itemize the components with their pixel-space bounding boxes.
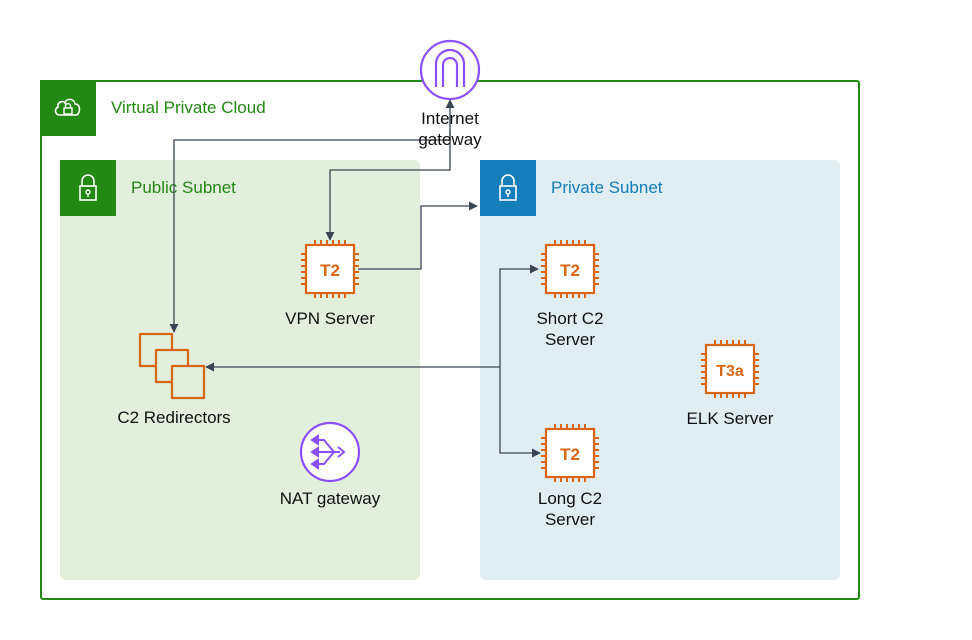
- vpc-tag: [40, 80, 96, 136]
- nat-gateway-label-line1: NAT gateway: [279, 489, 381, 508]
- stacked-instances-icon: [138, 332, 206, 400]
- connector-igw-to-redirectors: [169, 130, 451, 333]
- short-c2-label-line2: Server: [544, 330, 596, 349]
- ec2-chip-icon-vpn: T2: [301, 240, 359, 298]
- vpn-server-label-line1: VPN Server: [285, 309, 375, 328]
- private-subnet-tag: [480, 160, 536, 216]
- cloud-lock-icon: [54, 98, 81, 116]
- connector-vpn-to-private-subnet: [358, 201, 478, 270]
- private-subnet: [480, 160, 840, 580]
- c2-redirectors-label: C2 Redirectors: [117, 407, 230, 428]
- short-c2-label: Short C2 Server: [536, 308, 603, 350]
- internet-gateway-label-line1: Internet: [421, 109, 479, 128]
- ec2-chip-icon-short-c2: T2: [541, 240, 599, 298]
- nat-gateway-label: NAT gateway: [280, 488, 380, 509]
- ec2-chip-icon-elk: T3a: [701, 340, 759, 398]
- long-c2-chip-label: T2: [560, 445, 580, 464]
- elk-server-chip-label: T3a: [716, 363, 744, 380]
- vpc-title: Virtual Private Cloud: [111, 98, 266, 117]
- public-subnet-title: Public Subnet: [131, 178, 236, 197]
- connector-to-short-c2: [499, 264, 539, 367]
- private-subnet-title: Private Subnet: [551, 178, 663, 197]
- padlock-icon: [79, 174, 97, 201]
- c2-redirectors-label-line1: C2 Redirectors: [117, 408, 231, 427]
- internet-gateway-label-line2: gateway: [418, 130, 482, 149]
- long-c2-label-line2: Server: [544, 510, 596, 529]
- ec2-chip-icon-long-c2: T2: [541, 424, 599, 482]
- elk-server-label-line1: ELK Server: [686, 409, 774, 428]
- internet-gateway-icon: [419, 39, 481, 101]
- short-c2-label-line1: Short C2: [536, 309, 604, 328]
- nat-gateway-icon: [299, 421, 361, 483]
- elk-server-label: ELK Server: [687, 408, 774, 429]
- short-c2-chip-label: T2: [560, 261, 580, 280]
- long-c2-label: Long C2 Server: [538, 488, 602, 530]
- internet-gateway-label: Internet gateway: [418, 108, 481, 150]
- vpn-server-chip-label: T2: [320, 261, 340, 280]
- vpn-server-label: VPN Server: [285, 308, 375, 329]
- public-subnet-tag: [60, 160, 116, 216]
- connector-to-long-c2: [499, 367, 541, 458]
- padlock-icon: [499, 174, 517, 201]
- long-c2-label-line1: Long C2: [537, 489, 603, 508]
